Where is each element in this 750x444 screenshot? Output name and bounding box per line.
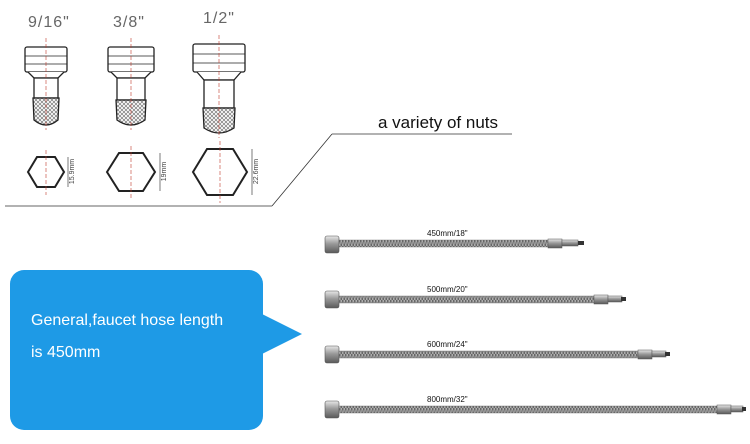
hose-label-2: 500mm/20" xyxy=(427,285,468,294)
callout-bubble-tail xyxy=(262,314,302,354)
hose-800mm xyxy=(324,400,746,419)
nut-size-label-1: 9/16" xyxy=(28,14,70,31)
hex-nut-large xyxy=(191,141,253,203)
leader-line xyxy=(271,133,333,207)
fitting-9-16 xyxy=(24,38,68,130)
nuts-caption: a variety of nuts xyxy=(378,113,499,132)
hex-nut-small xyxy=(26,150,69,195)
nut-size-label-3: 1/2" xyxy=(203,10,235,27)
nut-drawings xyxy=(5,35,512,207)
hose-450mm xyxy=(324,235,584,254)
fitting-1-2 xyxy=(192,35,246,138)
hose-label-4: 800mm/32" xyxy=(427,395,468,404)
nut-size-label-2: 3/8" xyxy=(113,14,145,31)
hose-600mm xyxy=(324,345,670,364)
hex-nut-medium xyxy=(105,146,161,199)
hose-500mm xyxy=(324,290,626,309)
callout-bubble xyxy=(10,270,263,430)
fitting-3-8 xyxy=(107,38,155,130)
hose-label-3: 600mm/24" xyxy=(427,340,468,349)
hose-label-1: 450mm/18" xyxy=(427,229,468,238)
callout-line-2: is 450mm xyxy=(31,344,101,361)
callout-line-1: General,faucet hose length xyxy=(31,312,224,329)
